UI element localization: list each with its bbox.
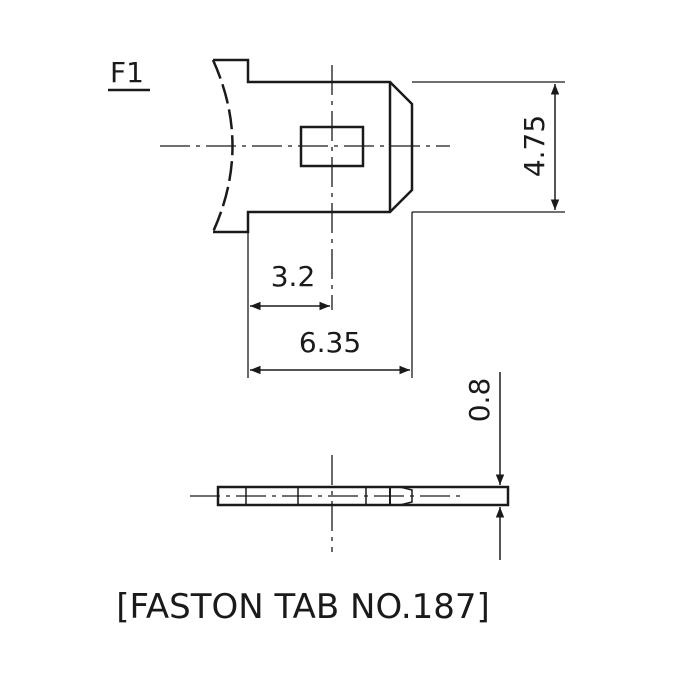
tab-outline <box>213 58 414 234</box>
hole-offset-dimension: 3.2 <box>247 232 330 378</box>
thickness-dimension: 0.8 <box>463 372 505 560</box>
height-dimension-value: 4.75 <box>518 115 551 177</box>
height-dimension: 4.75 <box>412 81 565 213</box>
caption: [FASTON TAB NO.187] <box>116 587 490 627</box>
tab-side-view <box>190 455 510 552</box>
tab-top-view <box>160 58 450 310</box>
tab-length-value: 6.35 <box>299 326 361 359</box>
hole-offset-value: 3.2 <box>271 260 316 293</box>
tab-length-dimension: 6.35 <box>250 212 413 378</box>
thickness-value: 0.8 <box>463 378 496 423</box>
part-label: F1 <box>110 56 144 89</box>
